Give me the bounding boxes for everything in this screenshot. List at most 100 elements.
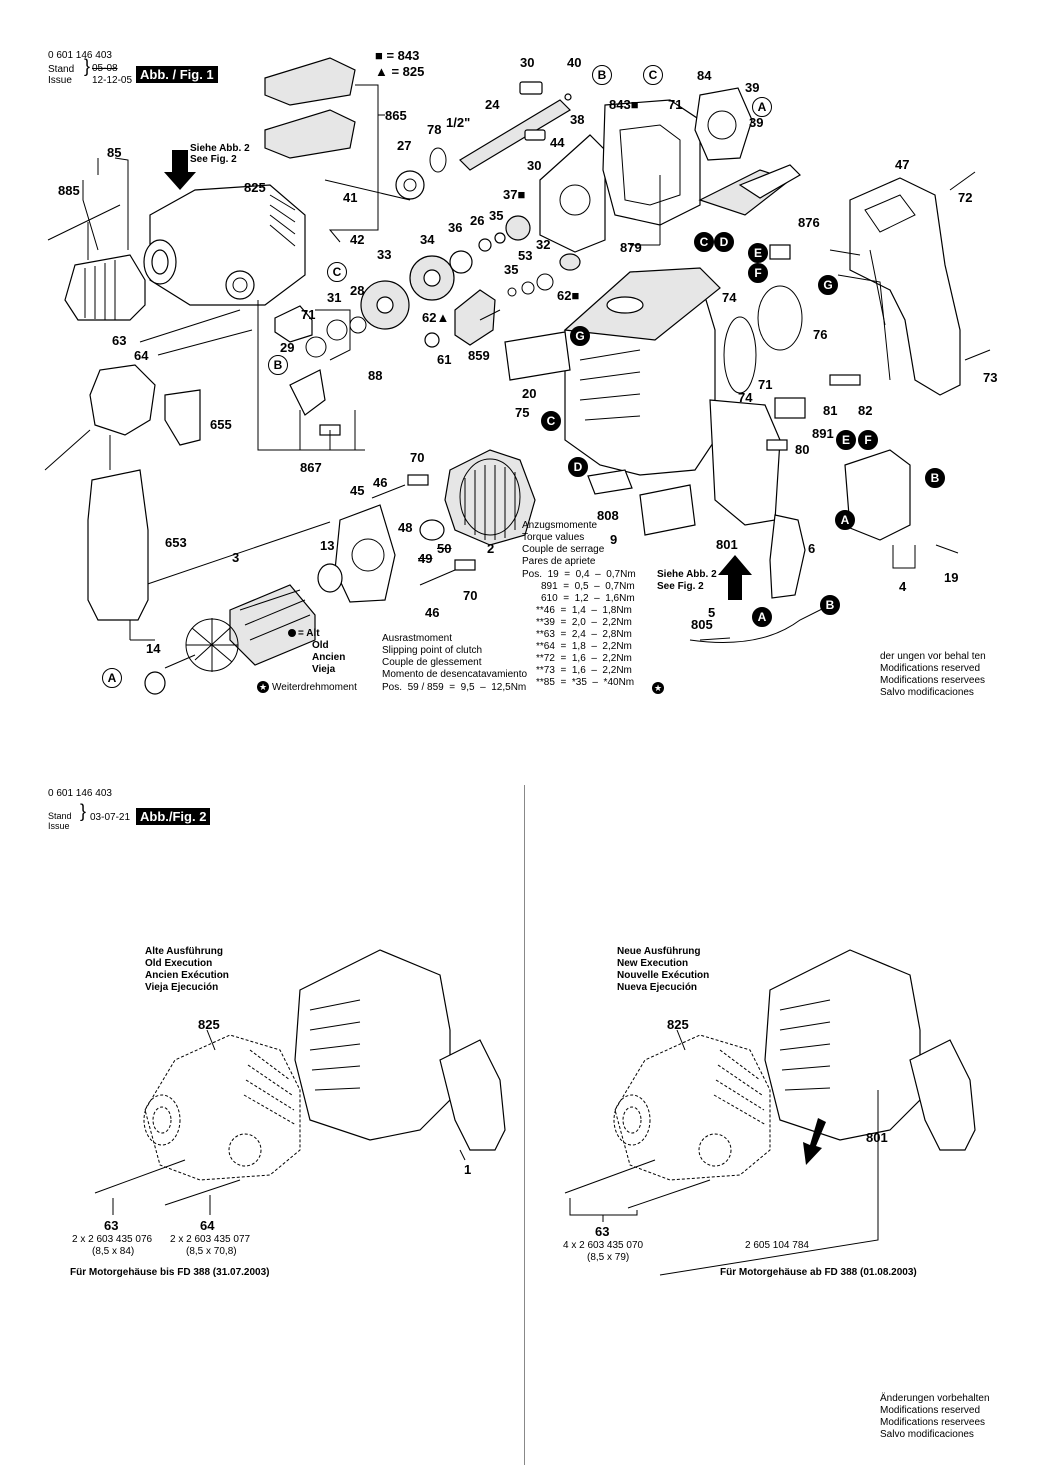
torque-row: 610 = 1,2 – 1,6Nm [541, 593, 635, 604]
fig1-badge: Abb. / Fig. 1 [136, 66, 218, 83]
label-45: 45 [350, 483, 365, 498]
label-2: 2 [487, 541, 495, 556]
label-37: 37■ [503, 187, 526, 202]
circle-label-c: C [643, 65, 663, 85]
fig1-issue-label: Issue [48, 75, 72, 86]
label-24: 24 [485, 97, 500, 112]
legend-triangle: ▲ = 825 [375, 64, 425, 79]
label-71c: 71 [758, 377, 773, 392]
old-execution-drawing [94, 949, 506, 1215]
label-14: 14 [146, 641, 161, 656]
torque-row: Pos. 19 = 0,4 – 0,7Nm [522, 569, 636, 580]
label-84: 84 [697, 68, 712, 83]
side-handle-ring [89, 364, 156, 436]
label-35: 35 [489, 208, 504, 223]
label-64: 64 [134, 348, 149, 363]
label-867: 867 [300, 460, 322, 475]
fig2-mod-1: Änderungen vorbehalten [880, 1393, 990, 1404]
label-805: 805 [691, 617, 713, 632]
label-19: 19 [944, 570, 959, 585]
torque-title-de: Anzugsmomente [522, 520, 598, 531]
torque-title-en: Torque values [522, 532, 585, 543]
torque-row: **46 = 1,4 – 1,8Nm [536, 605, 632, 616]
label-85: 85 [107, 145, 122, 160]
new-label-63: 63 [595, 1224, 610, 1239]
label-74: 74 [722, 290, 737, 305]
new-title-de: Neue Ausführung [617, 946, 701, 957]
label-53: 53 [518, 248, 533, 263]
old-label-825: 825 [198, 1017, 220, 1032]
label-36: 36 [448, 220, 463, 235]
cover-top-2 [264, 109, 356, 159]
label-33: 33 [377, 247, 392, 262]
fig1-stand-date: 05-08 [92, 63, 118, 74]
label-76: 76 [813, 327, 828, 342]
label-42: 42 [350, 232, 365, 247]
label-half-inch: 1/2" [446, 115, 471, 130]
circle-label-b2: B [268, 355, 288, 375]
torque-row: **72 = 1,6 – 2,2Nm [536, 653, 632, 664]
label-13: 13 [320, 538, 335, 553]
gear-plate [539, 134, 606, 253]
siehe-abb-b: Siehe Abb. 2 [657, 569, 717, 580]
new-footer: Für Motorgehäuse ab FD 388 (01.08.2003) [720, 1267, 917, 1278]
label-801: 801 [716, 537, 738, 552]
cover-top-1 [264, 57, 356, 106]
torque-title-fr: Couple de serrage [522, 544, 605, 555]
circle-f-black: F [748, 263, 768, 283]
circle-c-black-2: C [541, 411, 561, 431]
label-859: 859 [468, 348, 490, 363]
torque-title-es: Pares de apriete [522, 556, 596, 567]
label-9: 9 [610, 532, 618, 547]
label-70b: 70 [463, 588, 478, 603]
circle-label-a2: A [102, 668, 122, 688]
old-title-en: Old Execution [145, 958, 213, 969]
fig2-mod-4: Salvo modificaciones [880, 1429, 974, 1440]
label-6: 6 [808, 541, 816, 556]
label-82: 82 [858, 403, 873, 418]
fig1-mod-2: Modifications reserved [880, 663, 981, 674]
label-5: 5 [708, 605, 716, 620]
label-29: 29 [280, 340, 295, 355]
label-865: 865 [385, 108, 407, 123]
clutch-title-fr: Couple de glessement [382, 657, 482, 668]
fig2-badge: Abb./Fig. 2 [136, 808, 211, 825]
star-circle-icon: ★ [257, 681, 269, 693]
divider [524, 785, 525, 1465]
label-4: 4 [899, 579, 907, 594]
siehe-abb: Siehe Abb. 2 [190, 143, 250, 154]
field-2 [444, 449, 536, 546]
alt-legend-4: Vieja [312, 664, 336, 675]
fig2-stand-label: Stand [48, 811, 72, 821]
weiterdreh: Weiterdrehmoment [272, 682, 357, 693]
label-62tri: 62▲ [422, 310, 450, 325]
label-78: 78 [427, 122, 442, 137]
star-circle-icon: ★ [652, 682, 664, 694]
fig2-brace: } [80, 801, 87, 821]
torque-row: **64 = 1,8 – 2,2Nm [536, 641, 632, 652]
old-title-de: Alte Ausführung [145, 946, 223, 957]
side-handle [87, 469, 149, 621]
fig1-stand-label: Stand [48, 64, 75, 75]
label-40: 40 [567, 55, 582, 70]
circle-d-black-2: D [568, 457, 588, 477]
old-p63-code: 2 x 2 603 435 076 [72, 1234, 153, 1245]
circle-e-black-2: E [836, 430, 856, 450]
circle-b-black-2: B [820, 595, 840, 615]
gearbox-843 [602, 99, 701, 226]
alt-dot-icon [288, 629, 296, 637]
old-p64-dim: (8,5 x 70,8) [186, 1246, 237, 1257]
circle-label-b: B [592, 65, 612, 85]
alt-legend-2: Old [312, 640, 329, 651]
clutch-title-en: Slipping point of clutch [382, 645, 483, 656]
label-61: 61 [437, 352, 452, 367]
cable-guard [769, 514, 806, 599]
old-label-63: 63 [104, 1218, 119, 1233]
spindle [459, 99, 571, 171]
label-34: 34 [420, 232, 435, 247]
fig1-brace: } [84, 56, 91, 76]
gear-housing [149, 184, 306, 306]
circle-g-black: G [818, 275, 838, 295]
label-843: 843■ [609, 97, 639, 112]
fig2-date: 03-07-21 [90, 812, 131, 823]
